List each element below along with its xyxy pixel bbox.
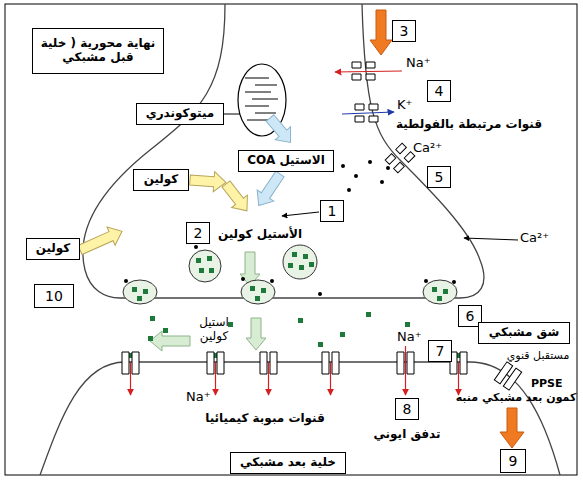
callout-box: 9 (500, 449, 526, 473)
channel-receptor (494, 362, 521, 390)
sodium-flow-arrow (335, 71, 402, 72)
box-text: شق مشبكي (486, 326, 562, 340)
ion-flow-arrow (130, 362, 131, 395)
ion-flow-arrow (330, 362, 331, 395)
molecule-box: كولين (133, 169, 189, 191)
leader-arrow (282, 212, 319, 216)
box-text: الاستيل COA (244, 154, 328, 168)
callout-number: 10 (42, 288, 66, 304)
ion-flow-arrow (405, 346, 406, 395)
molecule-box: كولين (26, 238, 80, 260)
ion-label: Ca²⁺ (413, 141, 442, 156)
callout-box: 2 (186, 222, 210, 244)
ion-label: Ca²⁺ (520, 231, 549, 246)
choline-arrow (218, 178, 255, 217)
ion-label: Na⁺ (397, 330, 422, 345)
molecule-box: الاستيل COA (238, 150, 334, 172)
callout-number: 5 (432, 169, 447, 185)
acetylcholine-molecules (127, 252, 460, 358)
callout-box: 8 (395, 398, 419, 420)
ligand-gated-channels (122, 352, 467, 374)
leader-line (224, 114, 240, 115)
signal-label: PPSE (531, 378, 563, 391)
callout-number: 9 (506, 453, 521, 469)
calcium-ions (124, 160, 456, 296)
box-text: نهاية محورية ( خلية قبل مشبكي (33, 37, 163, 65)
molecule-label: الأستيل كولين (214, 228, 306, 242)
box-text: كولين (33, 242, 74, 256)
ion-label: Na⁺ (406, 56, 431, 71)
callout-box: 7 (428, 340, 452, 362)
channel-receptor (494, 362, 521, 390)
channel-label: قنوات مبوبة كيميائيا (198, 412, 332, 426)
recycling-arrow (150, 331, 190, 351)
callout-number: 2 (191, 225, 206, 241)
callout-number: 1 (325, 203, 340, 219)
choline-arrow (76, 222, 126, 259)
process-label: تدفق ايوني (370, 428, 444, 442)
callout-number: 7 (433, 343, 448, 359)
molecule-label: استيل كولين (192, 316, 236, 344)
postsynaptic-membrane (40, 362, 560, 475)
ion-label: Na⁺ (186, 390, 211, 405)
action-potential-arrow (370, 10, 392, 55)
ion-flow-arrow (458, 362, 459, 395)
mitochondrion-cristae (245, 78, 278, 120)
callout-box: 1 (320, 200, 344, 222)
region-box: خلية بعد مشبكي (230, 452, 346, 474)
box-text: كولين (141, 173, 182, 187)
ion-label: K⁺ (397, 98, 412, 113)
outer-frame (5, 4, 577, 475)
calcium-entry-arrow (464, 238, 518, 240)
synaptic-vesicle (189, 250, 221, 282)
callout-box: 3 (392, 20, 416, 42)
channel-label: قنوات مرتبطة بالفولطية (393, 118, 545, 132)
acetyl-coa-arrow (262, 112, 298, 149)
callout-box: 4 (427, 80, 451, 102)
callout-box: 5 (427, 166, 451, 188)
title-box: نهاية محورية ( خلية قبل مشبكي (32, 28, 164, 74)
callout-box: 10 (34, 284, 74, 308)
callout-number: 4 (432, 83, 447, 99)
callout-number: 6 (463, 308, 478, 324)
epsp-arrow (500, 408, 524, 448)
signal-label: كمون بعد مشبكي منبه (455, 392, 577, 405)
choline-arrow (189, 170, 226, 192)
ion-flow-arrow (268, 362, 269, 395)
callout-number: 8 (400, 401, 415, 417)
ion-flow-arrow (215, 362, 216, 395)
part-label-box: ميتوكوندري (136, 103, 224, 125)
region-box: شق مشبكي (478, 322, 570, 344)
receptor-label: مستقبل قنوي (500, 350, 576, 363)
box-text: ميتوكوندري (143, 107, 218, 121)
acetyl-coa-arrow (250, 168, 288, 211)
diffusion-arrow (246, 318, 266, 350)
potassium-flow-arrow (342, 112, 394, 114)
box-text: خلية بعد مشبكي (237, 456, 339, 470)
callout-number: 3 (397, 23, 412, 39)
